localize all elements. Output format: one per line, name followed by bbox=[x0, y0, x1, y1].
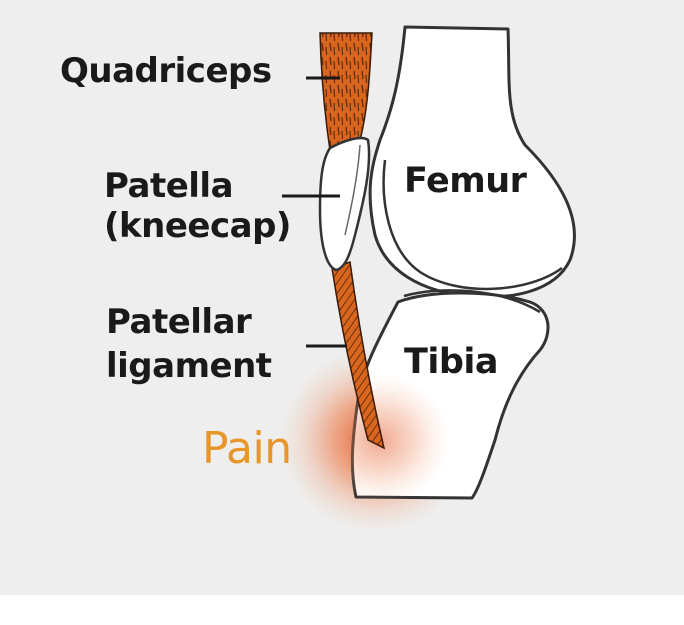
patella-label: Patella (kneecap) bbox=[104, 166, 291, 246]
pain-label: Pain bbox=[202, 423, 292, 474]
patella-label-line2: (kneecap) bbox=[104, 206, 291, 246]
ligament-label-line2: ligament bbox=[106, 346, 272, 386]
patella-label-line1: Patella bbox=[104, 166, 234, 206]
tibia-plateau-line bbox=[403, 289, 541, 314]
patellar-ligament bbox=[331, 261, 386, 450]
patella-bone bbox=[318, 136, 371, 272]
femur-label: Femur bbox=[404, 161, 527, 201]
tibia-label: Tibia bbox=[404, 342, 499, 382]
patellar-ligament-label: Patellar ligament bbox=[106, 300, 272, 388]
femur-condyle-line bbox=[382, 159, 563, 291]
ligament-label-line1: Patellar bbox=[106, 302, 252, 342]
quadriceps-muscle bbox=[319, 32, 373, 151]
quadriceps-label: Quadriceps bbox=[60, 51, 272, 91]
patella-inner-line bbox=[344, 144, 361, 236]
knee-anatomy-illustration bbox=[280, 25, 576, 532]
